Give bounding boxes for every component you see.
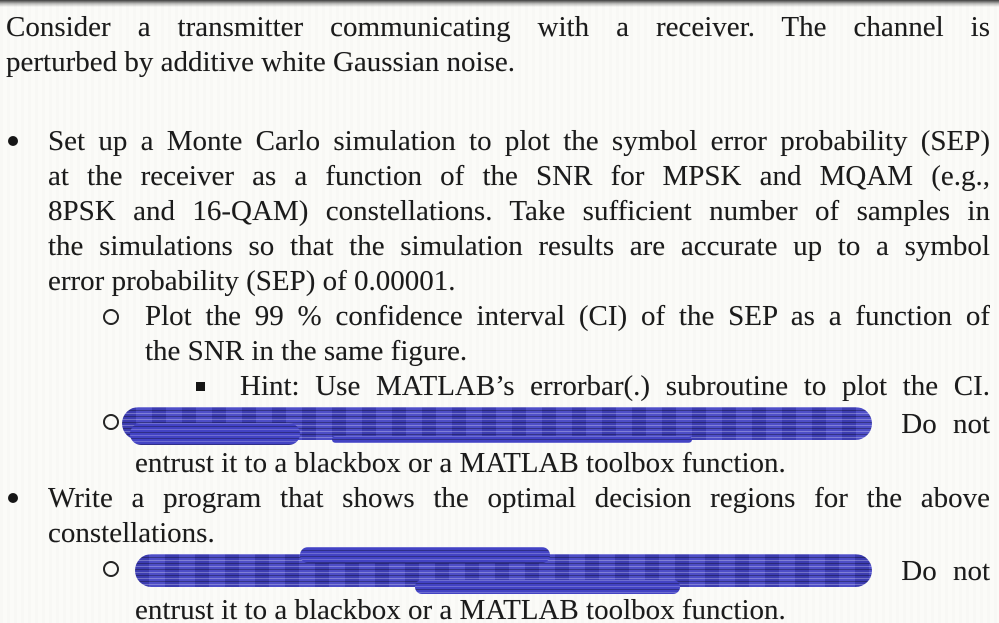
paragraph: Consider a transmitter communicating wit… [0,10,999,80]
text-line: Do not [901,555,990,587]
redaction-scribble [135,547,872,594]
bullet-disc-marker [8,136,18,146]
text-line: Hint: Use MATLAB’s errorbar(.) subroutin… [240,370,990,402]
text-line: perturbed by additive white Gaussian noi… [6,46,515,78]
text-line: Plot the 99 % confidence interval (CI) o… [145,300,990,332]
text-line: Write a program that shows the optimal d… [48,482,990,514]
list-item-level-1: Set up a Monte Carlo simulation to plot … [0,124,999,299]
text-line: error probability (SEP) of 0.00001. [48,265,456,297]
blank-line [0,80,999,124]
document-body: Consider a transmitter communicating wit… [0,10,999,623]
text-line: Consider a transmitter communicating wit… [6,11,990,43]
list-item-level-1: Write a program that shows the optimal d… [0,481,999,551]
text-line: entrust it to a blackbox or a MATLAB too… [135,447,786,479]
list-item-level-2: Plot the 99 % confidence interval (CI) o… [0,299,999,369]
text-line: constellations. [48,517,215,549]
text-line: 8PSK and 16-QAM) constellations. Take su… [48,195,990,227]
text-line: the simulations so that the simulation r… [48,230,990,262]
list-item-level-3: Hint: Use MATLAB’s errorbar(.) subroutin… [0,369,999,404]
bullet-disc-marker [8,493,18,503]
list-item-level-2: Do not entrust it to a blackbox or a MATL… [0,547,999,623]
bullet-circle-marker [103,561,119,577]
text-line: the SNR in the same figure. [145,335,468,367]
text-line: Set up a Monte Carlo simulation to plot … [48,125,990,157]
text-line: entrust it to a blackbox or a MATLAB too… [135,594,786,623]
scan-edge-shadow [0,0,999,7]
text-line: at the receiver as a function of the SNR… [48,160,990,192]
bullet-square-marker [196,382,205,391]
list-item-level-2: Do not entrust it to a blackbox or a MATL… [0,404,999,481]
bullet-circle-marker [103,309,119,325]
redacted-text-line: Do not [122,404,990,446]
text-line: Do not [901,408,990,440]
redacted-text-line: Do not [135,547,990,594]
redaction-scribble [122,407,872,445]
bullet-circle-marker [103,414,119,430]
